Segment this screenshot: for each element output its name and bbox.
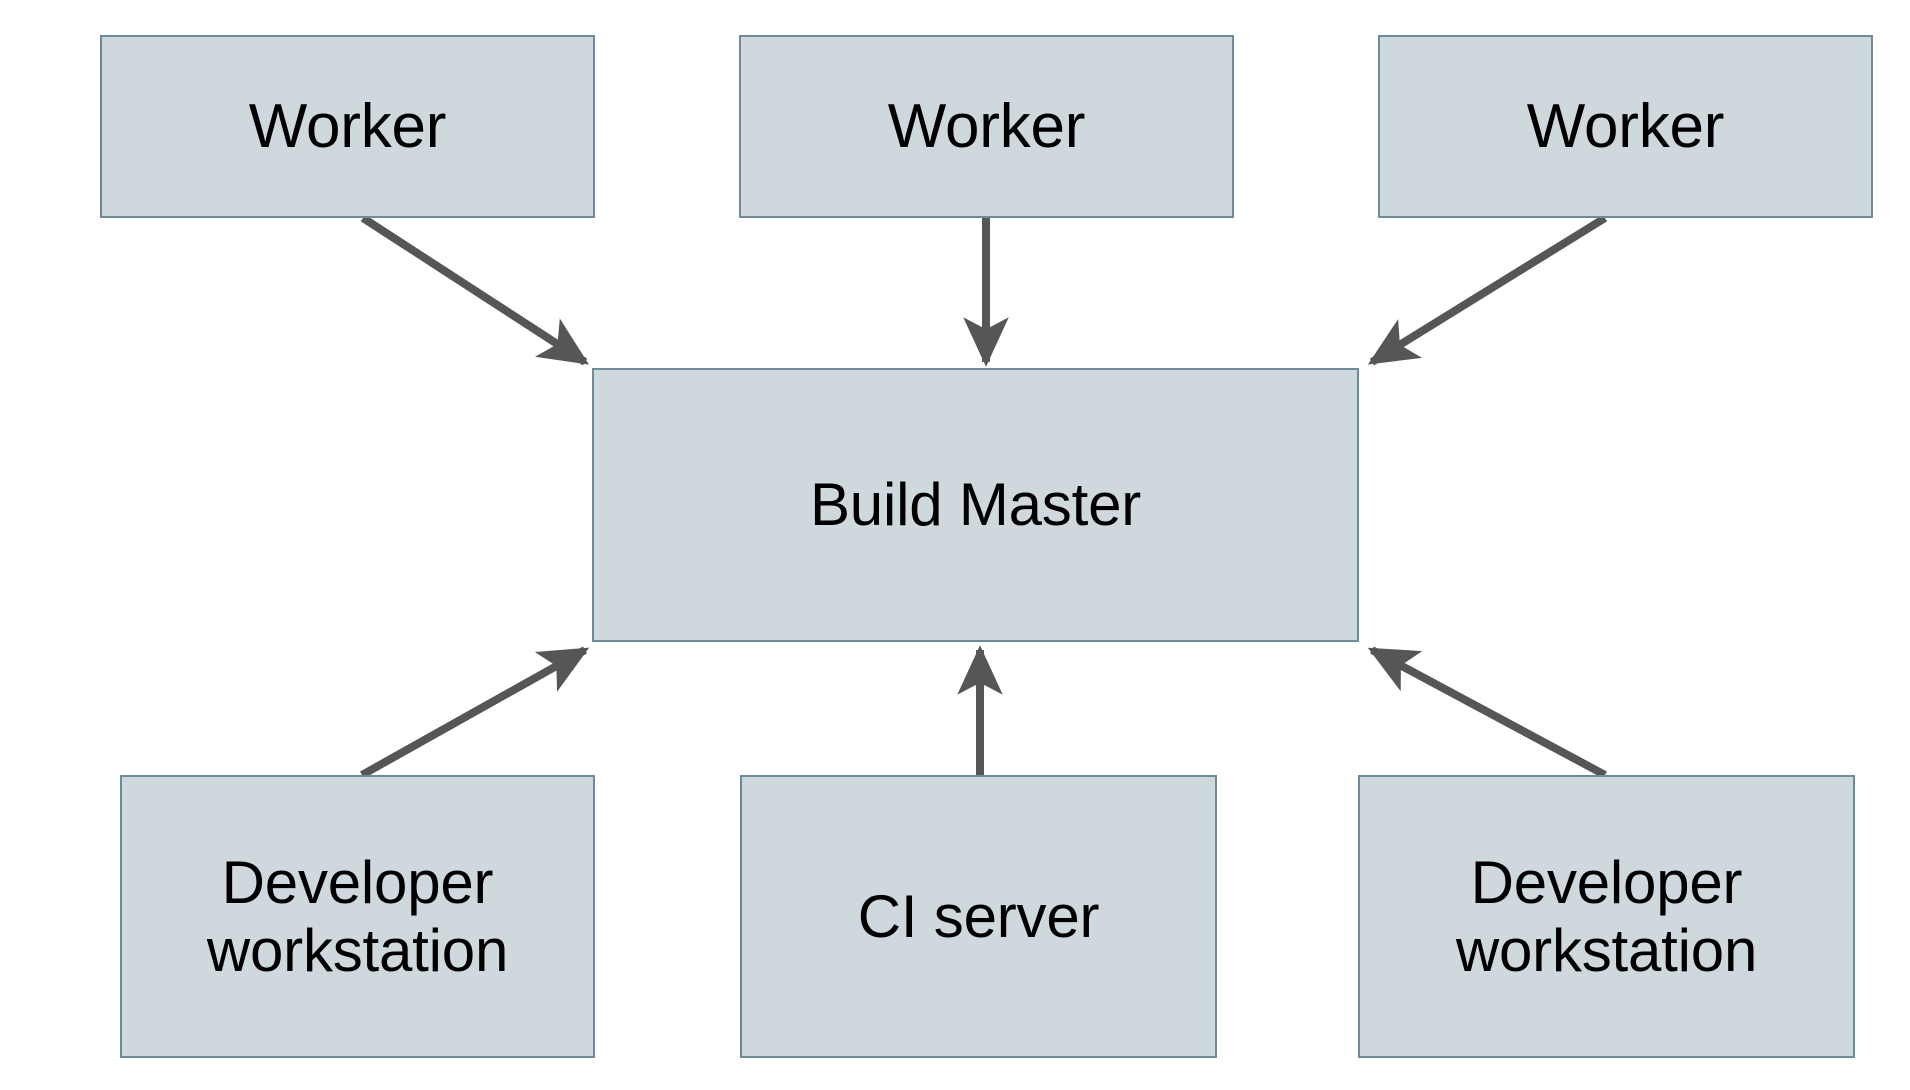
node-ci-server[interactable]: CI server bbox=[740, 775, 1217, 1058]
node-developer-workstation-right[interactable]: Developer workstation bbox=[1358, 775, 1855, 1058]
node-ci-server-label: CI server bbox=[857, 882, 1100, 950]
node-build-master-label: Build Master bbox=[809, 471, 1142, 539]
node-developer-workstation-left[interactable]: Developer workstation bbox=[120, 775, 595, 1058]
node-developer-workstation-left-label: Developer workstation bbox=[206, 849, 509, 984]
node-build-master[interactable]: Build Master bbox=[592, 368, 1359, 642]
node-worker-3[interactable]: Worker bbox=[1378, 35, 1873, 218]
node-worker-1[interactable]: Worker bbox=[100, 35, 595, 218]
node-worker-2-label: Worker bbox=[887, 91, 1086, 161]
edge-dev-ws-right-to-build-master bbox=[1367, 646, 1607, 779]
edge-worker-3-to-build-master bbox=[1367, 214, 1608, 366]
node-worker-3-label: Worker bbox=[1526, 91, 1725, 161]
node-worker-2[interactable]: Worker bbox=[739, 35, 1234, 218]
edge-dev-ws-left-to-build-master bbox=[360, 646, 590, 779]
node-developer-workstation-right-label: Developer workstation bbox=[1455, 849, 1758, 984]
edge-worker-1-to-build-master bbox=[360, 214, 590, 366]
node-worker-1-label: Worker bbox=[248, 91, 447, 161]
